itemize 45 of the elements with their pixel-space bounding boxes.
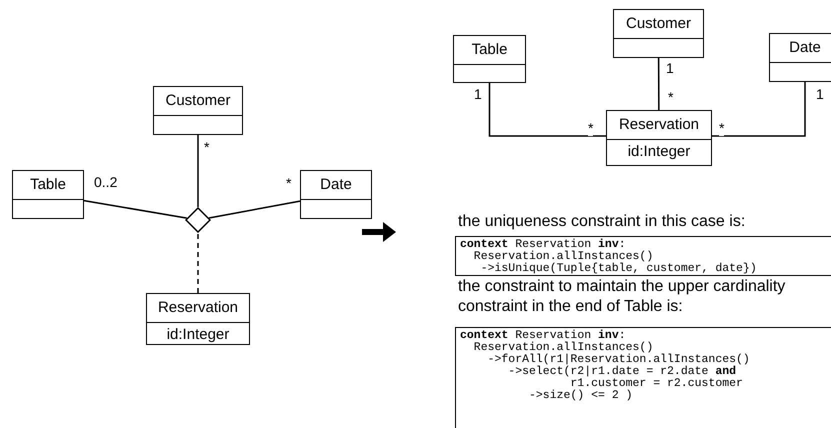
class-name: Reservation (607, 111, 711, 140)
code-line: Reservation.allInstances() (474, 251, 654, 263)
dashed-association-line (197, 233, 199, 293)
class-box (300, 170, 372, 219)
class-box (12, 170, 84, 219)
code-line: ->select(r2|r1.date = r2.date and (508, 366, 736, 378)
code-line: context Reservation inv: (460, 330, 626, 342)
code-line: r1.customer = r2.customer (570, 378, 743, 390)
association-line (712, 82, 806, 137)
association-line (488, 83, 606, 137)
association-line (197, 135, 199, 207)
note-text: the constraint to maintain the upper cardinality constraint in the end of Table is: (458, 277, 786, 317)
class-name: Reservation (147, 294, 249, 323)
code-line: ->size() <= 2 ) (529, 390, 633, 402)
attribute-text: id:Integer (626, 142, 692, 162)
code-line: Reservation.allInstances() (474, 342, 654, 354)
code-line: context Reservation inv: (460, 239, 626, 251)
class-box (453, 35, 526, 83)
code-line: ->isUnique(Tuple{table, customer, date}) (480, 263, 757, 275)
multiplicity-label: 1 (474, 86, 482, 102)
association-diamond (185, 207, 211, 233)
multiplicity-label: 1 (816, 86, 824, 102)
multiplicity-label: 0..2 (94, 174, 118, 190)
class-box (153, 86, 243, 135)
class-name: Date (301, 171, 371, 200)
multiplicity-label: * (719, 120, 724, 136)
class-box (613, 9, 704, 58)
class-name: Table (454, 36, 525, 65)
association-line (208, 200, 300, 219)
association-line (658, 58, 660, 110)
class-box (146, 293, 250, 345)
class-name: Table (13, 171, 83, 200)
code-box (455, 327, 831, 428)
multiplicity-label: 1 (666, 60, 674, 76)
class-name: Customer (154, 87, 242, 116)
class-box (606, 110, 712, 166)
association-line (84, 200, 188, 219)
class-name: Date (770, 34, 831, 63)
code-box (455, 236, 831, 276)
attribute-text: id:Integer (166, 325, 230, 345)
class-name: Customer (614, 10, 703, 39)
note-text: the uniqueness constraint in this case is: (458, 212, 746, 232)
multiplicity-label: * (588, 120, 594, 136)
class-box (769, 33, 831, 82)
code-line: ->forAll(r1|Reservation.allInstances() (488, 354, 750, 366)
